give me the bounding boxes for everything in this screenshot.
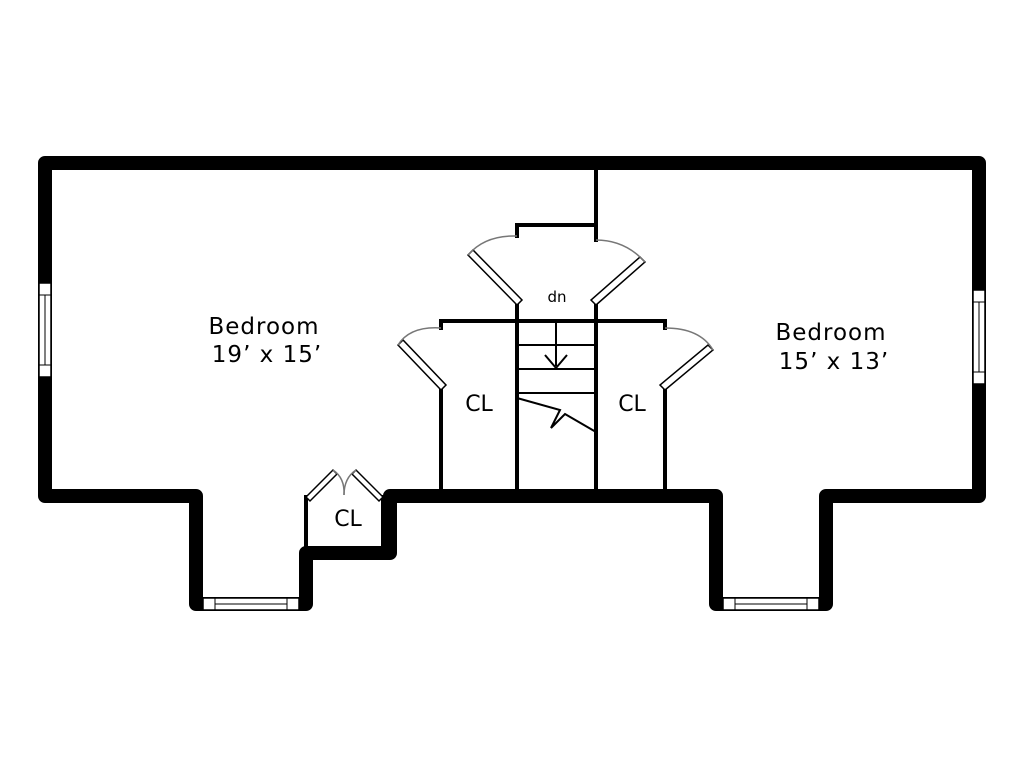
window-bottom-left (202, 597, 300, 611)
window-left (38, 282, 52, 378)
room-dimensions-left: 19’ x 15’ (212, 342, 322, 368)
window-right (972, 289, 986, 385)
doors (304, 235, 715, 503)
room-name-right: Bedroom (775, 320, 886, 346)
closet-label-right: CL (618, 392, 646, 417)
stair-down-label: dn (547, 288, 566, 306)
stair-break-line (516, 397, 597, 433)
closet-label-small: CL (334, 507, 362, 532)
staircase (516, 320, 597, 433)
window-bottom-right (722, 597, 820, 611)
closet-label-left: CL (465, 392, 493, 417)
exterior-wall (38, 156, 986, 611)
room-name-left: Bedroom (208, 314, 319, 340)
room-dimensions-right: 15’ x 13’ (779, 349, 889, 375)
interior-walls (304, 168, 667, 548)
